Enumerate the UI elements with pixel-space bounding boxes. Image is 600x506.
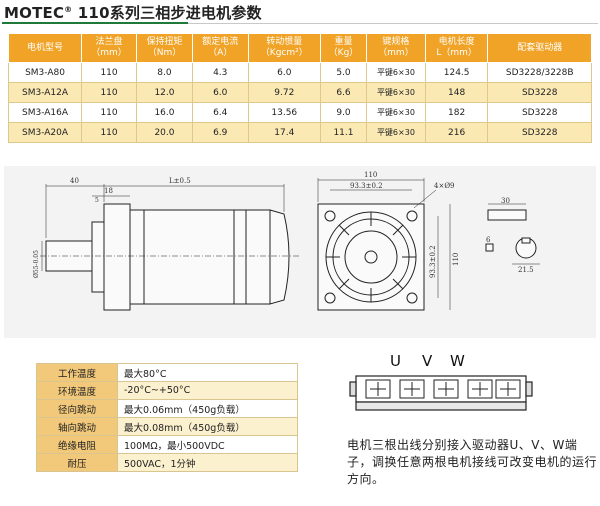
cell-driver: SD3228 [487,122,592,143]
dim-shaft-length: 40 [70,177,79,185]
title-rule [188,23,598,24]
dim-shaft-key: 21.5 [518,266,534,274]
dim-flange: 18 [104,187,113,195]
spec-table: 电机型号 法兰盘（mm） 保持扭矩（Nm） 额定电流（A） 转动惯量（Kgcm²… [8,33,592,143]
cell-torque: 20.0 [136,122,193,143]
terminal-label-w: W [450,352,465,370]
cell-flange: 110 [80,102,138,123]
cell-driver: SD3228/3228B [487,62,592,83]
cell-weight: 5.0 [319,62,368,83]
cell-key: 平键6×30 [366,102,426,123]
dim-small: 5 [95,197,99,204]
cell-weight: 6.6 [319,82,368,103]
table-row: 径向跳动最大0.06mm（450g负载） [36,399,298,418]
cell-inertia: 6.0 [247,62,321,83]
cell-weight: 11.1 [319,122,368,143]
cell-current: 4.3 [191,62,249,83]
cell-current: 6.0 [191,82,249,103]
param-value: 最大80°C [117,363,298,382]
dim-pilot-diameter: Ø55-0.05 [33,250,40,278]
param-key: 绝缘电阻 [36,435,118,454]
param-value: 最大0.06mm（450g负载） [117,399,298,418]
table-row: SM3-A12A 110 12.0 6.0 9.72 6.6 平键6×30 14… [8,82,592,103]
spec-header-inertia: 转动惯量（Kgcm²） [247,33,321,63]
param-value: -20°C~+50°C [117,381,298,400]
spec-header-torque: 保持扭矩（Nm） [136,33,193,63]
cell-driver: SD3228 [487,82,592,103]
cell-key: 平键6×30 [366,122,426,143]
cell-key: 平键6×30 [366,82,426,103]
cell-current: 6.4 [191,102,249,123]
title-underline [2,22,188,24]
cell-model: SM3-A20A [8,122,82,143]
table-row: SM3-A20A 110 20.0 6.9 17.4 11.1 平键6×30 2… [8,122,592,143]
key-detail [485,203,540,265]
cell-length: 216 [424,122,489,143]
cell-torque: 12.0 [136,82,193,103]
table-row: SM3-A16A 110 16.0 6.4 13.56 9.0 平键6×30 1… [8,102,592,123]
page-title: MOTEC® 110系列三相步进电机参数 [4,2,262,23]
cell-torque: 16.0 [136,102,193,123]
cell-driver: SD3228 [487,102,592,123]
title-text: 110系列三相步进电机参数 [72,4,262,22]
params-table: 工作温度最大80°C 环境温度-20°C~+50°C 径向跳动最大0.06mm（… [36,363,298,472]
dim-front-width: 110 [364,171,377,179]
dim-front-side-holes: 93.3±0.2 [429,245,437,278]
front-view [317,178,451,311]
spec-header-model: 电机型号 [8,33,82,63]
spec-header-key: 键规格（mm） [366,33,426,63]
dim-front-height: 110 [452,253,460,266]
brand-name: MOTEC [4,4,65,22]
cell-flange: 110 [80,122,138,143]
spec-header-driver: 配套驱动器 [487,33,592,63]
dim-key-width: 6 [486,236,491,244]
param-key: 环境温度 [36,381,118,400]
param-key: 轴向跳动 [36,417,118,436]
param-key: 工作温度 [36,363,118,382]
cell-key: 平键6×30 [366,62,426,83]
side-view [40,184,300,311]
terminal-block-diagram: U V W [349,352,533,411]
table-row: 环境温度-20°C~+50°C [36,381,298,400]
dim-key-length: 30 [501,197,510,205]
terminal-label-v: V [422,352,433,370]
cell-inertia: 13.56 [247,102,321,123]
cell-model: SM3-A16A [8,102,82,123]
param-value: 100MΩ，最小500VDC [117,435,298,454]
spec-header-flange: 法兰盘（mm） [80,33,138,63]
table-row: 轴向跳动最大0.08mm（450g负载） [36,417,298,436]
param-key: 径向跳动 [36,399,118,418]
registered-mark: ® [64,5,73,14]
param-value: 500VAC，1分钟 [117,453,298,472]
param-key: 耐压 [36,453,118,472]
cell-inertia: 9.72 [247,82,321,103]
dim-motor-length: L±0.5 [169,177,191,185]
spec-header-row: 电机型号 法兰盘（mm） 保持扭矩（Nm） 额定电流（A） 转动惯量（Kgcm²… [8,33,592,63]
cell-length: 148 [424,82,489,103]
cell-length: 182 [424,102,489,123]
dimension-drawing: 40 L±0.5 18 5 Ø55-0.05 110 93.3±0.2 4×Ø9… [33,171,540,311]
wiring-note: 电机三根出线分别接入驱动器U、V、W端子，调换任意两根电机接线可改变电机的运行方… [347,438,598,486]
table-row: 工作温度最大80°C [36,363,298,382]
cell-flange: 110 [80,82,138,103]
cell-model: SM3-A80 [8,62,82,83]
spec-header-weight: 重量（Kg） [319,33,368,63]
dim-front-holes: 93.3±0.2 [350,182,383,190]
cell-inertia: 17.4 [247,122,321,143]
dim-hole-callout: 4×Ø9 [434,182,455,190]
terminal-label-u: U [390,352,401,370]
cell-model: SM3-A12A [8,82,82,103]
cell-length: 124.5 [424,62,489,83]
terminal-screws [365,379,521,399]
table-row: SM3-A80 110 8.0 4.3 6.0 5.0 平键6×30 124.5… [8,62,592,83]
cell-flange: 110 [80,62,138,83]
cell-weight: 9.0 [319,102,368,123]
param-value: 最大0.08mm（450g负载） [117,417,298,436]
cell-torque: 8.0 [136,62,193,83]
spec-header-current: 额定电流（A） [191,33,249,63]
cell-current: 6.9 [191,122,249,143]
